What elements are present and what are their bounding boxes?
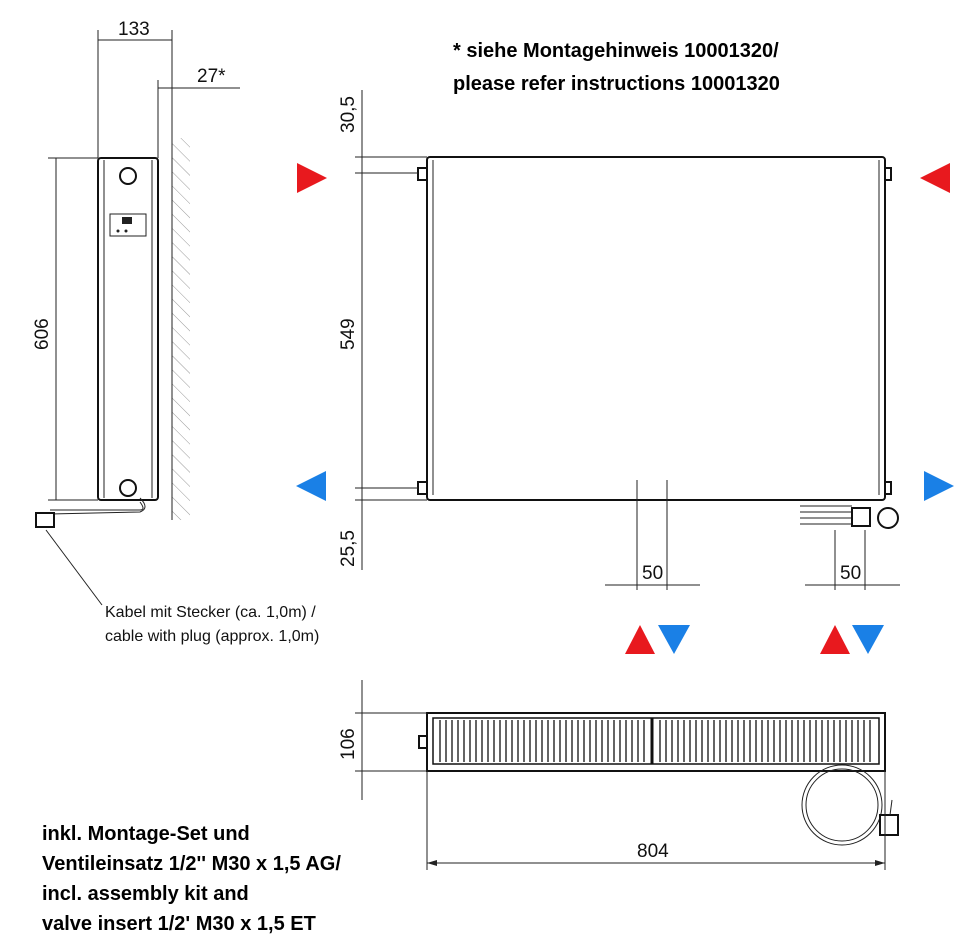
dim-bottom-offset: 25,5	[338, 530, 359, 567]
bottom-connection	[119, 479, 137, 497]
footer-note-line1: inkl. Montage-Set und	[42, 823, 250, 845]
plug-icon	[879, 814, 899, 836]
supply-arrow-icon	[820, 625, 850, 654]
control-panel	[109, 213, 147, 237]
dim-side-height: 606	[32, 318, 53, 350]
dim-bottom-connection-left: 50	[642, 563, 663, 584]
return-arrow-icon	[924, 471, 954, 501]
plug-icon	[877, 507, 899, 529]
supply-arrow-icon	[625, 625, 655, 654]
dim-top-offset: 30,5	[338, 96, 359, 133]
footer-note-line4: valve insert 1/2' M30 x 1,5 ET	[42, 913, 316, 935]
return-arrow-icon	[658, 625, 690, 654]
front-view: 30,5 549 25,5 50 50	[338, 90, 900, 590]
dim-width: 804	[637, 841, 669, 862]
dim-connection-spacing: 549	[338, 318, 359, 350]
front-panel	[426, 156, 886, 501]
top-connection	[119, 167, 137, 185]
return-arrow-icon	[852, 625, 884, 654]
top-view: 106 804	[338, 680, 899, 870]
header-note-line2: please refer instructions 10001320	[453, 73, 780, 95]
return-arrow-icon	[296, 471, 326, 501]
footer-note-line2: Ventileinsatz 1/2'' M30 x 1,5 AG/	[42, 853, 341, 875]
supply-arrow-icon	[297, 163, 327, 193]
cable-note-line1: Kabel mit Stecker (ca. 1,0m) /	[105, 604, 316, 621]
plug-icon	[35, 512, 55, 528]
side-body	[97, 157, 159, 501]
wall-hatch	[172, 138, 190, 520]
dim-top-depth: 106	[338, 728, 359, 760]
cable-note-line2: cable with plug (approx. 1,0m)	[105, 628, 319, 645]
side-view: 133 27* 606	[32, 19, 240, 606]
dim-bottom-connection-right: 50	[840, 563, 861, 584]
dim-side-depth: 133	[118, 19, 150, 40]
supply-arrow-icon	[920, 163, 950, 193]
header-note-line1: * siehe Montagehinweis 10001320/	[453, 40, 779, 62]
dim-wall-distance: 27*	[197, 66, 226, 87]
footer-note-line3: incl. assembly kit and	[42, 883, 249, 905]
